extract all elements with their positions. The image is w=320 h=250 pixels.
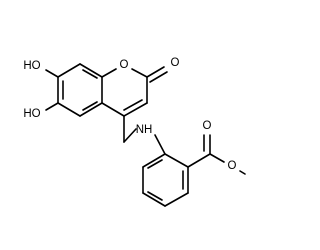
- ester-carbonyl-oxygen-label: O: [203, 120, 212, 132]
- bond: [131, 68, 148, 78]
- bond: [45, 69, 59, 78]
- bond: [82, 69, 98, 79]
- amine-label: NH: [136, 124, 153, 136]
- bond: [154, 134, 166, 155]
- bond: [147, 191, 163, 201]
- structure-canvas: HO HO O O NH O O: [23, 57, 246, 207]
- hydroxyl-upper-label: HO: [23, 60, 40, 72]
- bond: [101, 68, 117, 78]
- bond: [142, 192, 166, 207]
- bond: [82, 101, 98, 111]
- bond: [149, 71, 168, 83]
- ring-oxygen-label: O: [120, 59, 129, 71]
- carbonyl-oxygen-label: O: [171, 57, 180, 69]
- bond: [57, 63, 81, 78]
- bond: [164, 192, 189, 207]
- ester-oxygen-label: O: [228, 160, 237, 172]
- bond: [164, 153, 189, 168]
- bond: [123, 128, 137, 143]
- hydroxyl-lower-label: HO: [23, 108, 40, 120]
- bond: [209, 153, 225, 163]
- bond: [57, 102, 81, 117]
- bond: [45, 102, 59, 111]
- bond: [79, 63, 103, 78]
- bond: [187, 153, 211, 168]
- bond: [239, 170, 246, 175]
- bond: [123, 102, 148, 117]
- bond: [146, 66, 165, 78]
- bond: [123, 99, 143, 111]
- bond: [79, 102, 103, 117]
- bond: [142, 153, 166, 168]
- bond: [147, 159, 163, 169]
- molecule-structure: HO HO O O NH O O: [23, 57, 246, 207]
- bond: [101, 102, 125, 117]
